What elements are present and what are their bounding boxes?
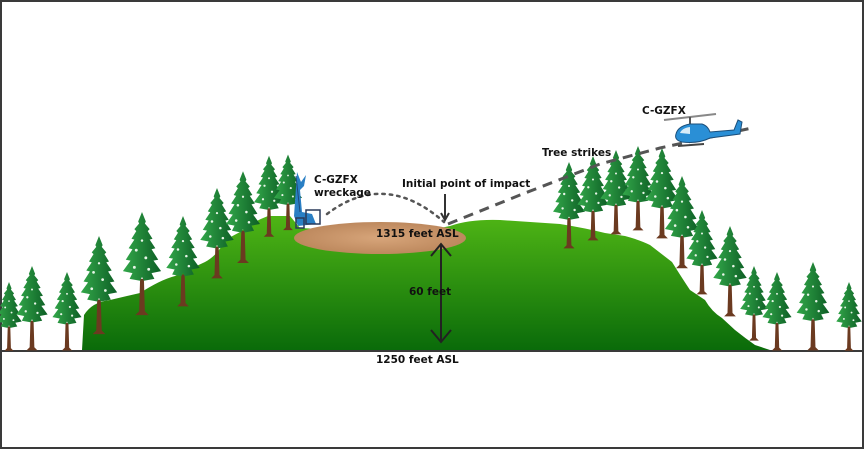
tree <box>836 282 862 351</box>
tree-strikes-label: Tree strikes <box>542 147 612 159</box>
wreckage-trajectory-dotted <box>325 192 446 224</box>
tree <box>762 272 792 351</box>
initial-impact-label: Initial point of impact <box>402 178 531 190</box>
helicopter-icon <box>663 113 743 147</box>
height-dimension-arrow <box>430 242 452 344</box>
base-elevation-label: 1250 feet ASL <box>376 354 459 366</box>
tree <box>16 266 48 351</box>
helicopter-label: C-GZFX <box>642 105 686 117</box>
impact-arrow <box>440 194 450 223</box>
impact-clearing <box>294 222 466 254</box>
tree <box>796 262 830 351</box>
tree <box>713 226 747 317</box>
tree <box>52 272 82 351</box>
wreckage-label-line1: C-GZFX <box>314 174 358 186</box>
height-difference-label: 60 feet <box>409 286 452 298</box>
wreckage-label-line2: wreckage <box>314 187 371 199</box>
tree <box>0 282 22 351</box>
wreckage-icon <box>294 172 321 229</box>
hill <box>82 216 770 350</box>
summit-elevation-label: 1315 feet ASL <box>376 228 459 240</box>
